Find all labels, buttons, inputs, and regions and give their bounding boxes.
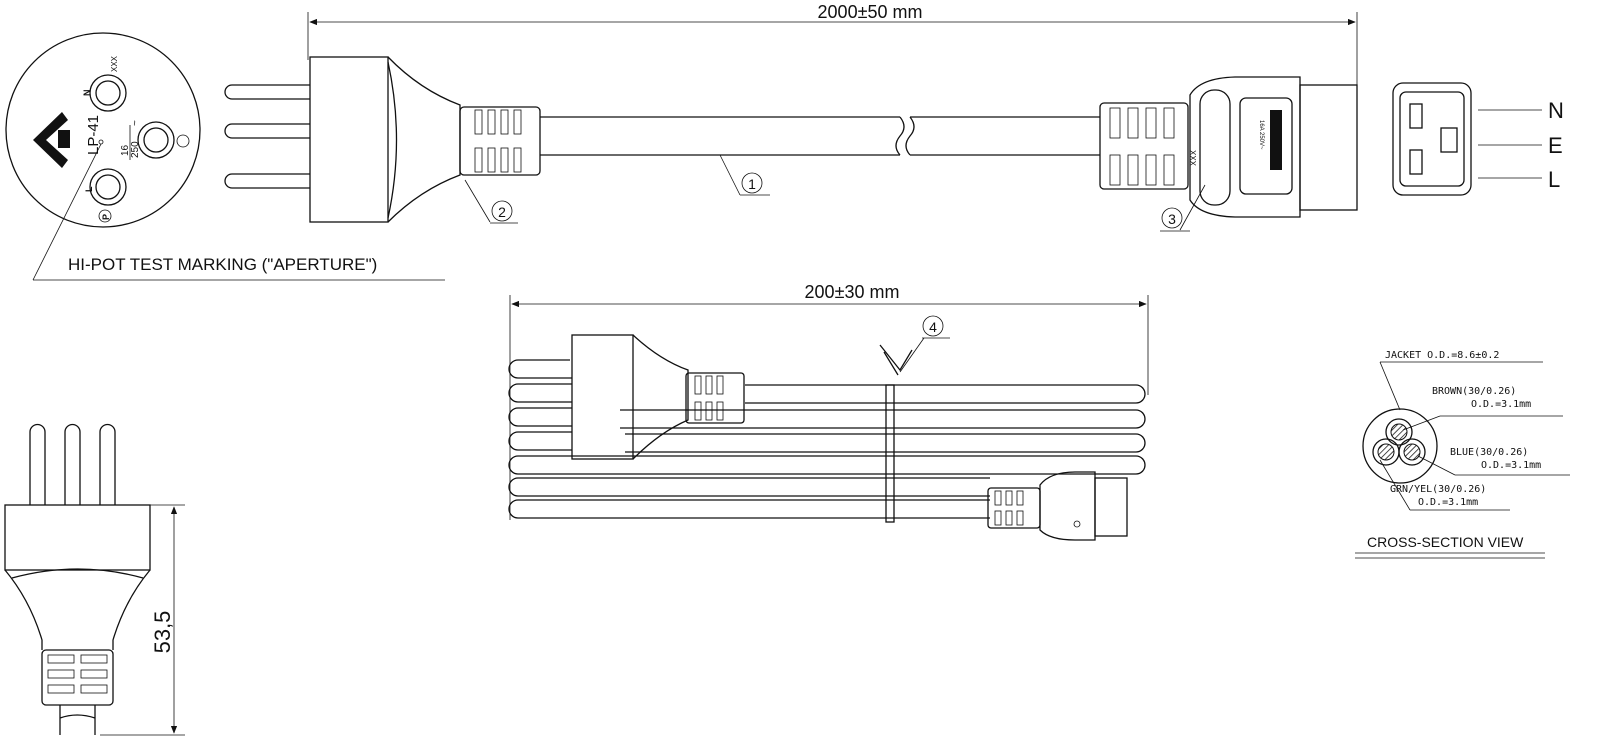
earth-icon [176, 134, 190, 148]
plug-current-label: 16 [120, 144, 131, 156]
brand-logo-icon [1270, 110, 1282, 170]
plug-side-view [224, 56, 541, 223]
blue-od-label: O.D.=3.1mm [1481, 460, 1541, 471]
connector-rating: 16A 250V~ [1258, 120, 1264, 150]
plug-model-label: LP-41 [85, 115, 102, 155]
brown-label: BROWN(30/0.26) [1432, 386, 1516, 397]
coiled-view: 200±30 mm 4 [508, 282, 1149, 541]
plug-height-label: 53,5 [150, 611, 175, 654]
connector-xxx-marking: XXX [1188, 150, 1197, 167]
callout-1: 1 [748, 176, 756, 192]
callout-3: 3 [1168, 211, 1176, 227]
plug-profile-view: 53,5 [4, 423, 185, 736]
plug-l-label: L [84, 186, 94, 192]
certification-mark-icon [33, 112, 68, 168]
connector-side-view: XXX 16A 250V~ 3 [1099, 76, 1358, 232]
callout-4: 4 [929, 319, 937, 335]
plug-xxx-marking: XXX [110, 55, 119, 72]
blue-label: BLUE(30/0.26) [1450, 447, 1528, 458]
plug-voltage-label: 250 [130, 141, 141, 158]
grnyel-od-label: O.D.=3.1mm [1418, 497, 1478, 508]
callout-2: 2 [498, 204, 506, 220]
cross-section-title: CROSS-SECTION VIEW [1367, 534, 1524, 550]
grnyel-label: GRN/YEL(30/0.26) [1390, 484, 1486, 495]
plug-p-label: P [101, 214, 111, 220]
hipot-label: HI-POT TEST MARKING ("APERTURE") [68, 255, 377, 274]
face-l-label: L [1548, 167, 1560, 192]
jacket-label: JACKET O.D.=8.6±0.2 [1385, 350, 1499, 361]
plug-ac-label: ~ [130, 120, 141, 126]
plug-face-view: XXX N LP-41 16 250 ~ L P HI-POT TEST MAR… [5, 32, 445, 281]
face-n-label: N [1548, 98, 1564, 123]
cable: 1 2 [464, 116, 1100, 224]
length-label: 2000±50 mm [818, 2, 923, 22]
length-dimension: 2000±50 mm [307, 2, 1358, 85]
coil-length-label: 200±30 mm [805, 282, 900, 302]
brown-od-label: O.D.=3.1mm [1471, 399, 1531, 410]
connector-face-view: N E L [1392, 82, 1564, 196]
face-e-label: E [1548, 133, 1563, 158]
cross-section-view: JACKET O.D.=8.6±0.2 BROWN(30/0.26) O.D.=… [1355, 350, 1570, 559]
plug-n-label: N [82, 90, 92, 97]
